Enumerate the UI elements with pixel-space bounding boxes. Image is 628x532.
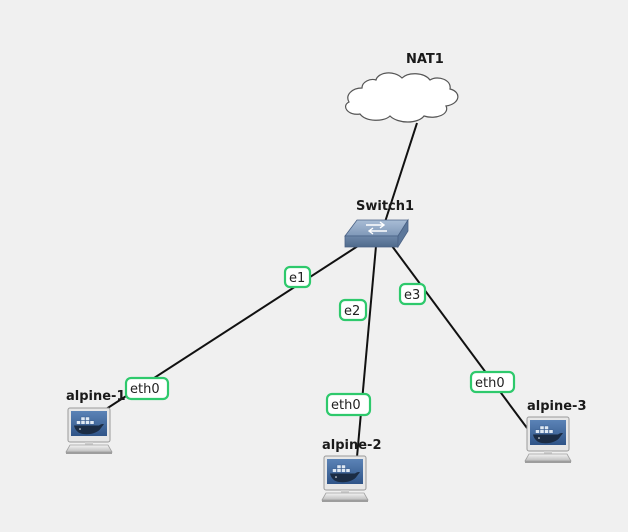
node-label-nat1: NAT1 — [406, 52, 444, 67]
port-label-switch-e1[interactable]: e1 — [283, 265, 312, 289]
port-label-alpine1-eth0[interactable]: eth0 — [124, 376, 170, 401]
switch-icon — [344, 218, 409, 249]
node-nat1[interactable]: NAT1 — [345, 52, 459, 123]
svg-text:e2: e2 — [344, 304, 360, 319]
node-alpine-2[interactable]: alpine-2 — [321, 438, 382, 503]
cloud-icon — [345, 72, 459, 123]
port-label-switch-e2[interactable]: e2 — [338, 298, 368, 322]
node-label-alpine-2: alpine-2 — [322, 438, 382, 453]
link-switch1-alpine3[interactable] — [391, 245, 528, 429]
svg-text:eth0: eth0 — [331, 398, 361, 413]
node-label-switch1: Switch1 — [356, 199, 414, 214]
docker-computer-icon — [65, 407, 113, 455]
svg-text:e1: e1 — [289, 271, 305, 286]
port-label-switch-e3[interactable]: e3 — [398, 282, 427, 306]
svg-text:eth0: eth0 — [130, 382, 160, 397]
svg-text:eth0: eth0 — [475, 376, 505, 391]
node-label-alpine-3: alpine-3 — [527, 399, 587, 414]
link-switch1-alpine2[interactable] — [355, 245, 377, 469]
docker-computer-icon — [321, 455, 369, 503]
svg-text:e3: e3 — [404, 288, 420, 303]
node-alpine-3[interactable]: alpine-3 — [524, 399, 587, 464]
node-switch1[interactable]: Switch1 — [344, 199, 414, 249]
node-label-alpine-1: alpine-1 — [66, 389, 126, 404]
port-label-alpine2-eth0[interactable]: eth0 — [325, 392, 372, 417]
node-alpine-1[interactable]: alpine-1 — [65, 389, 126, 455]
docker-computer-icon — [524, 416, 572, 464]
link-nat1-switch1[interactable] — [384, 122, 418, 223]
port-label-alpine3-eth0[interactable]: eth0 — [469, 370, 516, 394]
